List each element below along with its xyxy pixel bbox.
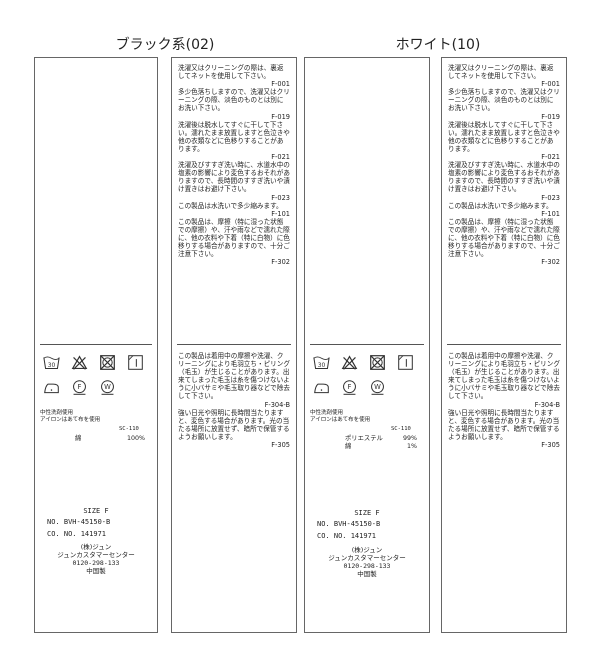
no-tumble-dry-icon bbox=[370, 355, 385, 370]
care-text-bottom: この製品は着用中の摩擦や洗濯、クリーニングにより毛羽立ち・ピリング（毛玉）が生じ… bbox=[178, 352, 290, 449]
care-paragraph: 多少色落ちしますので、洗濯又はクリーニングの際、淡色のものとは別にお洗い下さい。 bbox=[448, 88, 560, 113]
svg-text:W: W bbox=[104, 383, 111, 391]
care-paragraph: 強い日光や照明に長時間当たりますと、変色する場合があります。光の当たる場所に放置… bbox=[178, 408, 290, 441]
no-bleach-icon bbox=[341, 355, 358, 370]
care-paragraph: 洗濯後は脱水してすぐに干して下さい。濡れたまま放置しますと色泣きや他の衣類などに… bbox=[448, 120, 560, 153]
wet-clean-w-icon: W bbox=[101, 380, 114, 395]
care-paragraph: この製品は着用中の摩擦や洗濯、クリーニングにより毛羽立ち・ピリング（毛玉）が生じ… bbox=[448, 352, 560, 401]
care-code: F-101 bbox=[271, 209, 290, 218]
company-name: (株)ジュン bbox=[351, 546, 383, 554]
svg-text:W: W bbox=[374, 383, 381, 391]
care-paragraph: この製品は、摩擦（特に湿った状態での摩擦）や、汗や雨などで濡れた際に、他の衣料や… bbox=[178, 217, 290, 259]
label-front-black: 30 F W 中性洗剤使用 アイロンはあて布を使用 SC-110 綿 100% … bbox=[34, 57, 158, 633]
care-code: F-001 bbox=[271, 80, 290, 89]
composition-percent: 1% bbox=[407, 443, 417, 450]
care-symbols: 30 F W bbox=[43, 354, 144, 404]
label-divider bbox=[310, 344, 424, 345]
label-divider bbox=[177, 344, 291, 345]
line-dry-icon bbox=[128, 355, 143, 370]
label-divider bbox=[447, 344, 561, 345]
care-paragraph: 洗濯及びすすぎ洗い時に、水道水中の塩素の影響により変色するおそれがありますので、… bbox=[448, 161, 560, 194]
detergent-note: 中性洗剤使用 bbox=[40, 410, 74, 416]
iron-low-icon bbox=[44, 383, 59, 394]
care-paragraph: 洗濯後は脱水してすぐに干して下さい。濡れたまま放置しますと色泣きや他の衣類などに… bbox=[178, 120, 290, 153]
detergent-note: 中性洗剤使用 bbox=[310, 410, 344, 416]
care-paragraph: この製品は水洗いで多少縮みます。 bbox=[178, 201, 283, 210]
wash-30-icon: 30 bbox=[313, 356, 330, 369]
iron-note: アイロンはあて布を使用 bbox=[310, 417, 371, 423]
svg-text:F: F bbox=[348, 383, 352, 391]
care-text-top: 洗濯又はクリーニングの際は、裏返してネットを使用して下さい。 F-001 多少色… bbox=[448, 64, 560, 266]
size-label: SIZE F bbox=[354, 509, 380, 517]
customer-center: ジュンカスタマーセンター bbox=[328, 554, 406, 562]
sc-code: SC-110 bbox=[391, 426, 411, 432]
variant-title-white: ホワイト(10) bbox=[395, 37, 481, 53]
care-paragraph: この製品は水洗いで多少縮みます。 bbox=[448, 201, 553, 210]
care-paragraph: 洗濯及びすすぎ洗い時に、水道水中の塩素の影響により変色するおそれがありますので、… bbox=[178, 161, 290, 194]
co-number: CO. NO. 141971 bbox=[317, 532, 377, 540]
care-paragraph: この製品は、摩擦（特に湿った状態での摩擦）や、汗や雨などで濡れた際に、他の衣料や… bbox=[448, 217, 560, 259]
care-code: F-019 bbox=[541, 112, 560, 121]
care-text-top: 洗濯又はクリーニングの際は、裏返してネットを使用して下さい。 F-001 多少色… bbox=[178, 64, 290, 266]
label-divider bbox=[40, 344, 152, 345]
care-paragraph: 洗濯又はクリーニングの際は、裏返してネットを使用して下さい。 bbox=[178, 64, 284, 81]
care-paragraph: この製品は着用中の摩擦や洗濯、クリーニングにより毛羽立ち・ピリング（毛玉）が生じ… bbox=[178, 352, 290, 401]
label-front-white: 30 F W 中性洗剤使用 アイロンはあて布を使用 SC-110 ポリエステル … bbox=[304, 57, 430, 633]
care-code: F-302 bbox=[271, 258, 290, 267]
care-code: F-021 bbox=[271, 153, 290, 162]
product-number: NO. BVH-45150-B bbox=[317, 520, 381, 528]
care-code: F-019 bbox=[271, 112, 290, 121]
company-name: (株)ジュン bbox=[80, 543, 112, 551]
care-code: F-101 bbox=[541, 209, 560, 218]
sc-code: SC-110 bbox=[119, 426, 139, 432]
product-number: NO. BVH-45150-B bbox=[47, 518, 111, 526]
svg-text:30: 30 bbox=[318, 362, 326, 369]
care-code: F-021 bbox=[541, 153, 560, 162]
composition-material: ポリエステル bbox=[345, 435, 383, 442]
care-code: F-302 bbox=[541, 258, 560, 267]
care-code: F-001 bbox=[541, 80, 560, 89]
variant-title-black: ブラック系(02) bbox=[115, 37, 215, 53]
care-paragraph: 強い日光や照明に長時間当たりますと、変色する場合があります。光の当たる場所に放置… bbox=[448, 408, 560, 441]
phone-number: 0120-298-133 bbox=[343, 562, 391, 570]
no-bleach-icon bbox=[71, 355, 88, 370]
care-code: F-304-B bbox=[264, 400, 290, 409]
composition-percent: 99% bbox=[403, 435, 417, 442]
size-label: SIZE F bbox=[83, 507, 109, 515]
line-dry-icon bbox=[398, 355, 413, 370]
country-of-origin: 中国製 bbox=[357, 570, 377, 578]
composition-material: 綿 bbox=[345, 443, 352, 450]
wash-30-icon: 30 bbox=[43, 356, 60, 369]
care-code: F-305 bbox=[271, 441, 290, 450]
label-back-white: 洗濯又はクリーニングの際は、裏返してネットを使用して下さい。 F-001 多少色… bbox=[441, 57, 567, 633]
care-paragraph: 洗濯又はクリーニングの際は、裏返してネットを使用して下さい。 bbox=[448, 64, 554, 81]
label-back-black: 洗濯又はクリーニングの際は、裏返してネットを使用して下さい。 F-001 多少色… bbox=[171, 57, 297, 633]
care-text-bottom: この製品は着用中の摩擦や洗濯、クリーニングにより毛羽立ち・ピリング（毛玉）が生じ… bbox=[448, 352, 560, 449]
svg-text:F: F bbox=[78, 383, 82, 391]
care-code: F-304-B bbox=[534, 400, 560, 409]
care-code: F-023 bbox=[541, 193, 560, 202]
dry-clean-f-icon: F bbox=[343, 380, 356, 395]
care-code: F-023 bbox=[271, 193, 290, 202]
wet-clean-w-icon: W bbox=[371, 380, 384, 395]
composition-material: 綿 bbox=[75, 435, 82, 442]
no-tumble-dry-icon bbox=[100, 355, 115, 370]
co-number: CO. NO. 141971 bbox=[47, 530, 107, 538]
care-paragraph: 多少色落ちしますので、洗濯又はクリーニングの際、淡色のものとは別にお洗い下さい。 bbox=[178, 88, 290, 113]
phone-number: 0120-298-133 bbox=[72, 559, 120, 567]
care-code: F-305 bbox=[541, 441, 560, 450]
care-symbols: 30 F W bbox=[313, 354, 414, 404]
composition-percent: 100% bbox=[126, 435, 145, 442]
customer-center: ジュンカスタマーセンター bbox=[57, 551, 135, 559]
country-of-origin: 中国製 bbox=[86, 567, 106, 575]
iron-low-icon bbox=[314, 383, 329, 394]
dry-clean-f-icon: F bbox=[73, 380, 86, 395]
iron-note: アイロンはあて布を使用 bbox=[40, 417, 101, 423]
svg-text:30: 30 bbox=[48, 362, 56, 369]
